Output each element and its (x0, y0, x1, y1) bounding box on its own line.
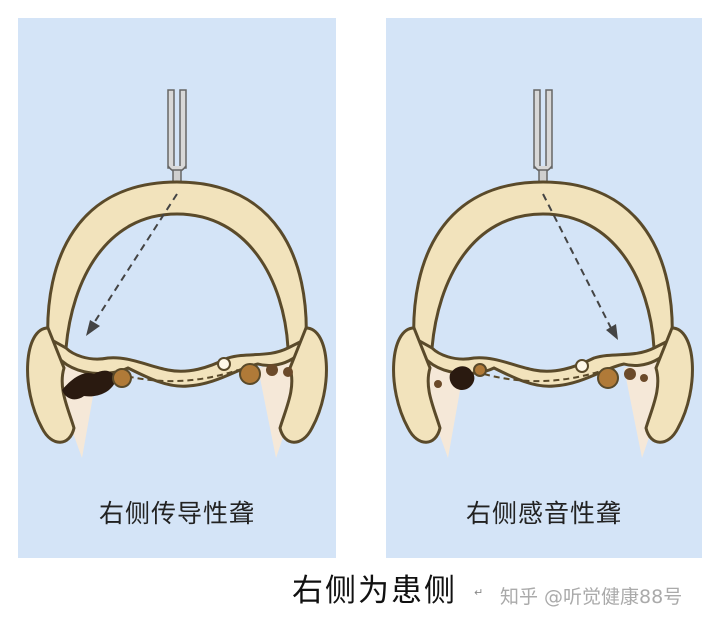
skull-cross-section (46, 180, 308, 350)
panel-label: 右侧传导性聋 (98, 499, 255, 528)
skull-cross-section (412, 180, 674, 350)
left-ear (392, 326, 442, 444)
left-middle-ear-ossicles (434, 363, 487, 390)
sensorineural-loss-panel: 右侧感音性聋 (386, 18, 702, 558)
skull-diagram-sensorineural (392, 89, 694, 458)
panel-label: 右侧感音性聋 (465, 499, 622, 528)
caption-text: 右侧为患侧 (292, 573, 457, 609)
tuning-fork-icon (167, 89, 187, 189)
return-mark-icon: ↵ (474, 586, 484, 599)
right-inner-ear (575, 359, 648, 389)
left-ear (26, 326, 76, 444)
left-middle-ear-ossicles (62, 368, 132, 400)
conductive-loss-panel: 右侧传导性聋 (18, 18, 336, 558)
sound-lateralization-arrow (542, 193, 618, 340)
right-ear (644, 326, 694, 444)
tuning-fork-icon (533, 89, 553, 189)
zhihu-watermark: 知乎 @听觉健康88号 (500, 586, 683, 608)
sound-lateralization-arrow (86, 193, 178, 336)
skull-diagram-conductive (26, 89, 328, 458)
right-inner-ear (217, 357, 293, 385)
right-ear (278, 326, 328, 444)
